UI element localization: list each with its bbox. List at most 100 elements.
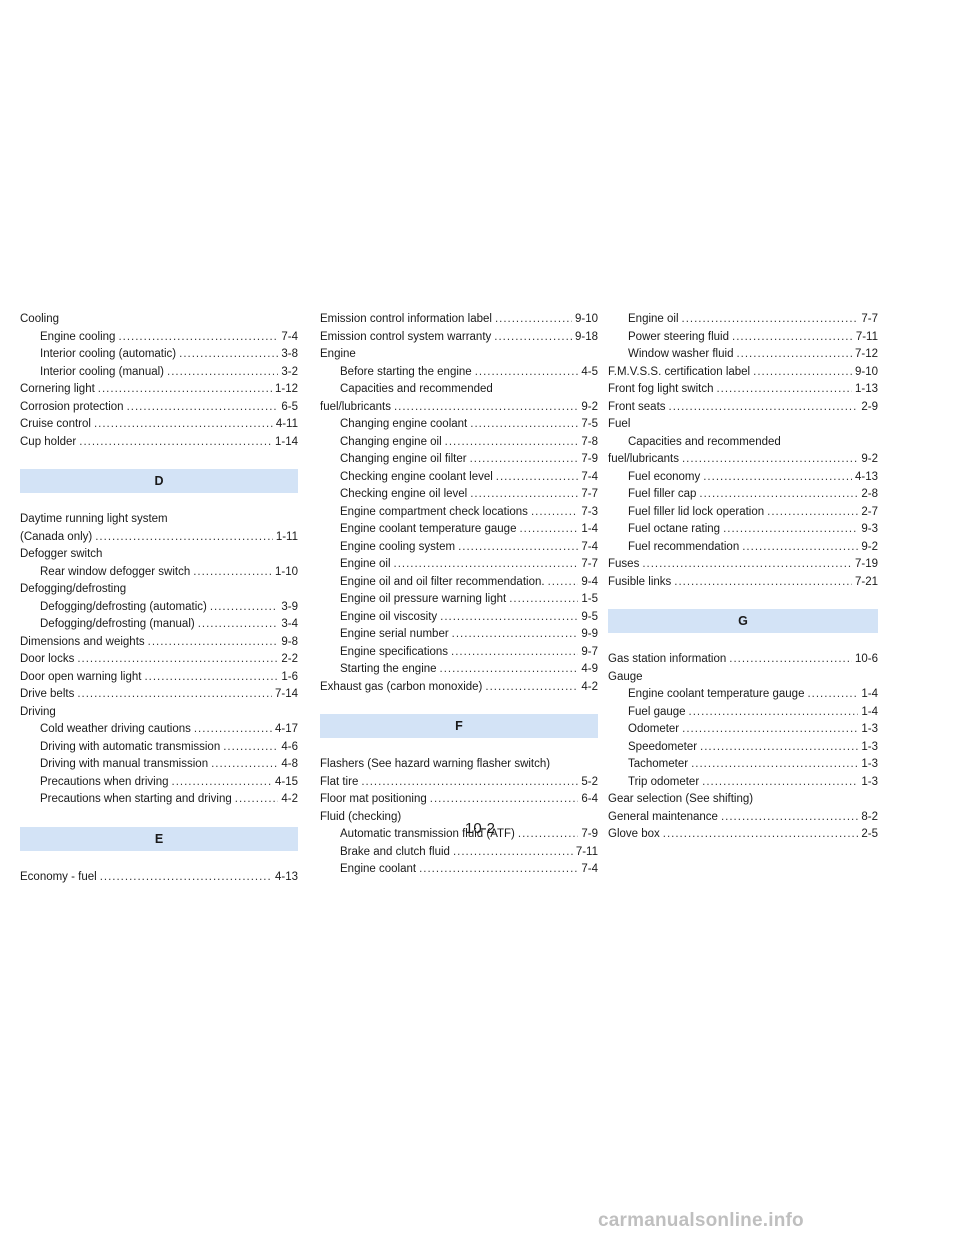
index-entry: Brake and clutch fluid 7-11	[320, 844, 598, 862]
index-entry: Engine specifications9-7	[320, 644, 598, 662]
index-entry-label: Automatic transmission fluid (ATF)	[340, 828, 515, 840]
index-entry-page: 9-10	[854, 365, 878, 378]
dot-leader	[361, 774, 578, 792]
index-entry-page: 4-9	[581, 663, 598, 675]
index-entry-page: 7-9	[581, 453, 598, 465]
index-entry-label: Brake and clutch fluid	[340, 845, 450, 858]
index-entry: Cruise control 4-11	[20, 416, 298, 434]
index-entry: Engine serial number9-9	[320, 626, 598, 644]
dot-leader	[642, 556, 852, 574]
index-entry: Odometer 1-3	[608, 721, 878, 739]
index-entry-label: Checking engine coolant level	[340, 470, 493, 483]
dot-leader	[736, 346, 852, 364]
index-entry-page: 1-3	[861, 723, 878, 735]
index-entry: Drive belts7-14	[20, 686, 298, 704]
index-entry-page: 7-11	[855, 330, 878, 343]
index-entry-label: Fuel filler cap	[628, 488, 697, 500]
index-entry-label: Door open warning light	[20, 670, 142, 683]
index-entry: Power steering fluid7-11	[608, 329, 878, 347]
index-entry: Emission control system warranty9-18	[320, 329, 598, 347]
index-entry-label: Fusible links	[608, 575, 672, 588]
page-number: 10-2	[464, 820, 496, 837]
index-entry-page: 7-14	[274, 688, 298, 700]
index-entry: Engine coolant temperature gauge1-4	[320, 521, 598, 539]
index-entry: F.M.V.S.S. certification label 9-10	[608, 364, 878, 382]
index-entry-label: Defogging/defrosting (manual)	[40, 618, 195, 630]
index-entry: fuel/lubricants9-2	[608, 451, 878, 469]
index-entry-page: 3-2	[281, 365, 298, 378]
index-entry-label: General maintenance	[608, 810, 718, 823]
index-entry-label: Driving with automatic transmission	[40, 740, 221, 753]
dot-leader	[179, 346, 278, 364]
index-entry-page: 1-6	[281, 670, 298, 683]
index-entry-label: Interior cooling (automatic)	[40, 348, 177, 360]
index-entry-page: 1-12	[274, 383, 298, 395]
dot-leader	[445, 434, 579, 452]
index-entry-label: Precautions when starting and driving	[40, 793, 232, 805]
section-letter-band: E	[20, 826, 298, 851]
index-entry: Fuel gauge1-4	[608, 704, 878, 722]
index-entry-label: Engine cooling system	[340, 540, 456, 553]
index-entry: Economy - fuel4-13	[20, 869, 298, 887]
index-entry-page: 1-14	[274, 435, 298, 448]
dot-leader	[742, 539, 858, 557]
dot-leader	[440, 661, 579, 679]
dot-leader	[753, 364, 852, 382]
index-entry: Fuel economy4-13	[608, 469, 878, 487]
index-column-2: Emission control information label9-10Em…	[320, 311, 598, 879]
index-entry: Trip odometer1-3	[608, 774, 878, 792]
index-entry-label: Floor mat positioning	[320, 793, 427, 805]
index-entry-page: 7-4	[281, 330, 298, 343]
watermark[interactable]: carmanualsonline.info	[598, 1210, 804, 1231]
index-entry: Tachometer1-3	[608, 756, 878, 774]
index-entry: Gas station information10-6	[608, 651, 878, 669]
index-entry: Rear window defogger switch1-10	[20, 564, 298, 582]
index-entry-label: Before starting the engine	[340, 365, 472, 378]
dot-leader	[430, 791, 579, 809]
dot-leader	[77, 686, 272, 704]
index-heading: Driving	[20, 705, 56, 718]
index-entry: Door open warning light 1-6	[20, 669, 298, 687]
index-entry-page: 7-19	[854, 558, 878, 570]
index-entry-page: 3-4	[281, 618, 298, 630]
index-entry: Engine oil7-7	[608, 311, 878, 329]
index-entry-page: 4-11	[275, 418, 298, 430]
index-entry: Driving with manual transmission4-8	[20, 756, 298, 774]
dot-leader	[699, 486, 858, 504]
index-entry-page: 6-4	[581, 793, 598, 805]
dot-leader	[394, 556, 579, 574]
index-entry-page: 4-8	[281, 758, 298, 770]
index-entry-label: Economy - fuel	[20, 870, 97, 883]
index-entry: Engine oil pressure warning light1-5	[320, 591, 598, 609]
index-entry: Precautions when driving4-15	[20, 774, 298, 792]
index-entry: Engine cooling 7-4	[20, 329, 298, 347]
dot-leader	[682, 451, 858, 469]
index-entry-page: 7-21	[854, 575, 878, 588]
index-entry: Engine oil and oil filter recommendation…	[320, 574, 598, 592]
index-entry-page: 3-9	[281, 600, 298, 613]
index-heading: Defogging/defrosting	[20, 583, 127, 595]
dot-leader	[193, 564, 272, 582]
index-entry: Front seats2-9	[608, 399, 878, 417]
dot-leader	[494, 329, 572, 347]
index-entry-label: Engine oil viscosity	[340, 610, 438, 623]
dot-leader	[475, 364, 579, 382]
index-entry-label: Odometer	[628, 723, 680, 735]
index-entry-label: Flat tire	[320, 775, 359, 788]
index-entry-label: Defogging/defrosting (automatic)	[40, 600, 207, 613]
index-entry-page: 7-7	[581, 488, 598, 500]
index-entry-label: Engine coolant temperature gauge	[340, 523, 517, 535]
index-entry-page: 7-11	[575, 845, 598, 858]
index-entry-label: F.M.V.S.S. certification label	[608, 365, 751, 378]
index-entry-label: Window washer fluid	[628, 348, 734, 360]
index-entry-label: Engine cooling	[40, 330, 116, 343]
index-entry-label: Fuel recommendation	[628, 540, 740, 553]
index-entry-label: Cruise control	[20, 418, 91, 430]
index-entry: Fuel recommendation9-2	[608, 539, 878, 557]
dot-leader	[211, 756, 278, 774]
section-letter-band: F	[320, 714, 598, 738]
index-entry-page: 1-4	[861, 705, 878, 718]
dot-leader	[669, 399, 859, 417]
